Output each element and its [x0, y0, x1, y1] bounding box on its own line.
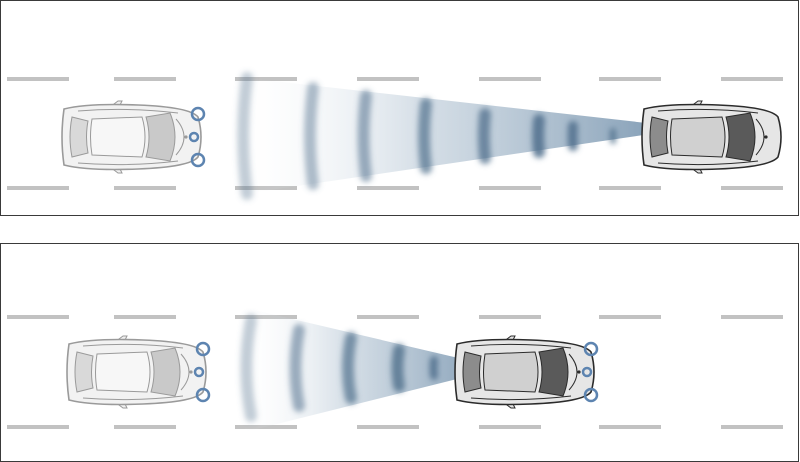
lane-dash [357, 77, 419, 81]
signal-wave-icon [240, 314, 438, 422]
scenario-panel-top [0, 0, 799, 216]
sensor-icon [188, 106, 206, 168]
lane-dash [479, 315, 541, 319]
wave-arc [357, 90, 372, 182]
lane-dash [721, 315, 783, 319]
radar-beam [229, 76, 691, 196]
scenario-panel-bottom [0, 243, 799, 462]
lane-dash [7, 315, 69, 319]
road-scene-top [7, 72, 783, 200]
lane-dash [7, 77, 69, 81]
wave-arc [532, 114, 545, 158]
lane-dash [479, 77, 541, 81]
lane-dash [599, 425, 661, 429]
lane-dash [114, 425, 176, 429]
lane-dash [114, 315, 176, 319]
lane-dash [599, 186, 661, 190]
wave-arc [418, 98, 432, 174]
road-scene-bottom [7, 306, 783, 434]
wave-arc [342, 332, 357, 404]
lane-dash [235, 425, 297, 429]
lane-dash [721, 186, 783, 190]
lane-dash [114, 186, 176, 190]
wave-arc [477, 108, 491, 164]
lane-dash [721, 425, 783, 429]
wave-arc [237, 72, 253, 200]
lane-dash [235, 77, 297, 81]
lane-dash [479, 425, 541, 429]
wave-arc [391, 344, 405, 392]
lane-dash [599, 315, 661, 319]
sensor-icon [193, 341, 211, 403]
lane-dash [721, 77, 783, 81]
lane-dash [7, 186, 69, 190]
lane-dash [479, 186, 541, 190]
wave-arc [240, 314, 257, 422]
lane-dash [357, 315, 419, 319]
lane-dash [7, 425, 69, 429]
lane-dash [114, 77, 176, 81]
rear-car [66, 335, 211, 409]
lane-dash [599, 77, 661, 81]
lane-dash [357, 186, 419, 190]
wave-arc [303, 82, 319, 190]
rear-car [61, 100, 206, 174]
wave-arc [289, 324, 305, 412]
front-car [454, 335, 599, 409]
lane-dash [357, 425, 419, 429]
signal-wave-icon [237, 72, 616, 200]
sensor-icon [581, 341, 599, 403]
front-car [641, 100, 782, 174]
